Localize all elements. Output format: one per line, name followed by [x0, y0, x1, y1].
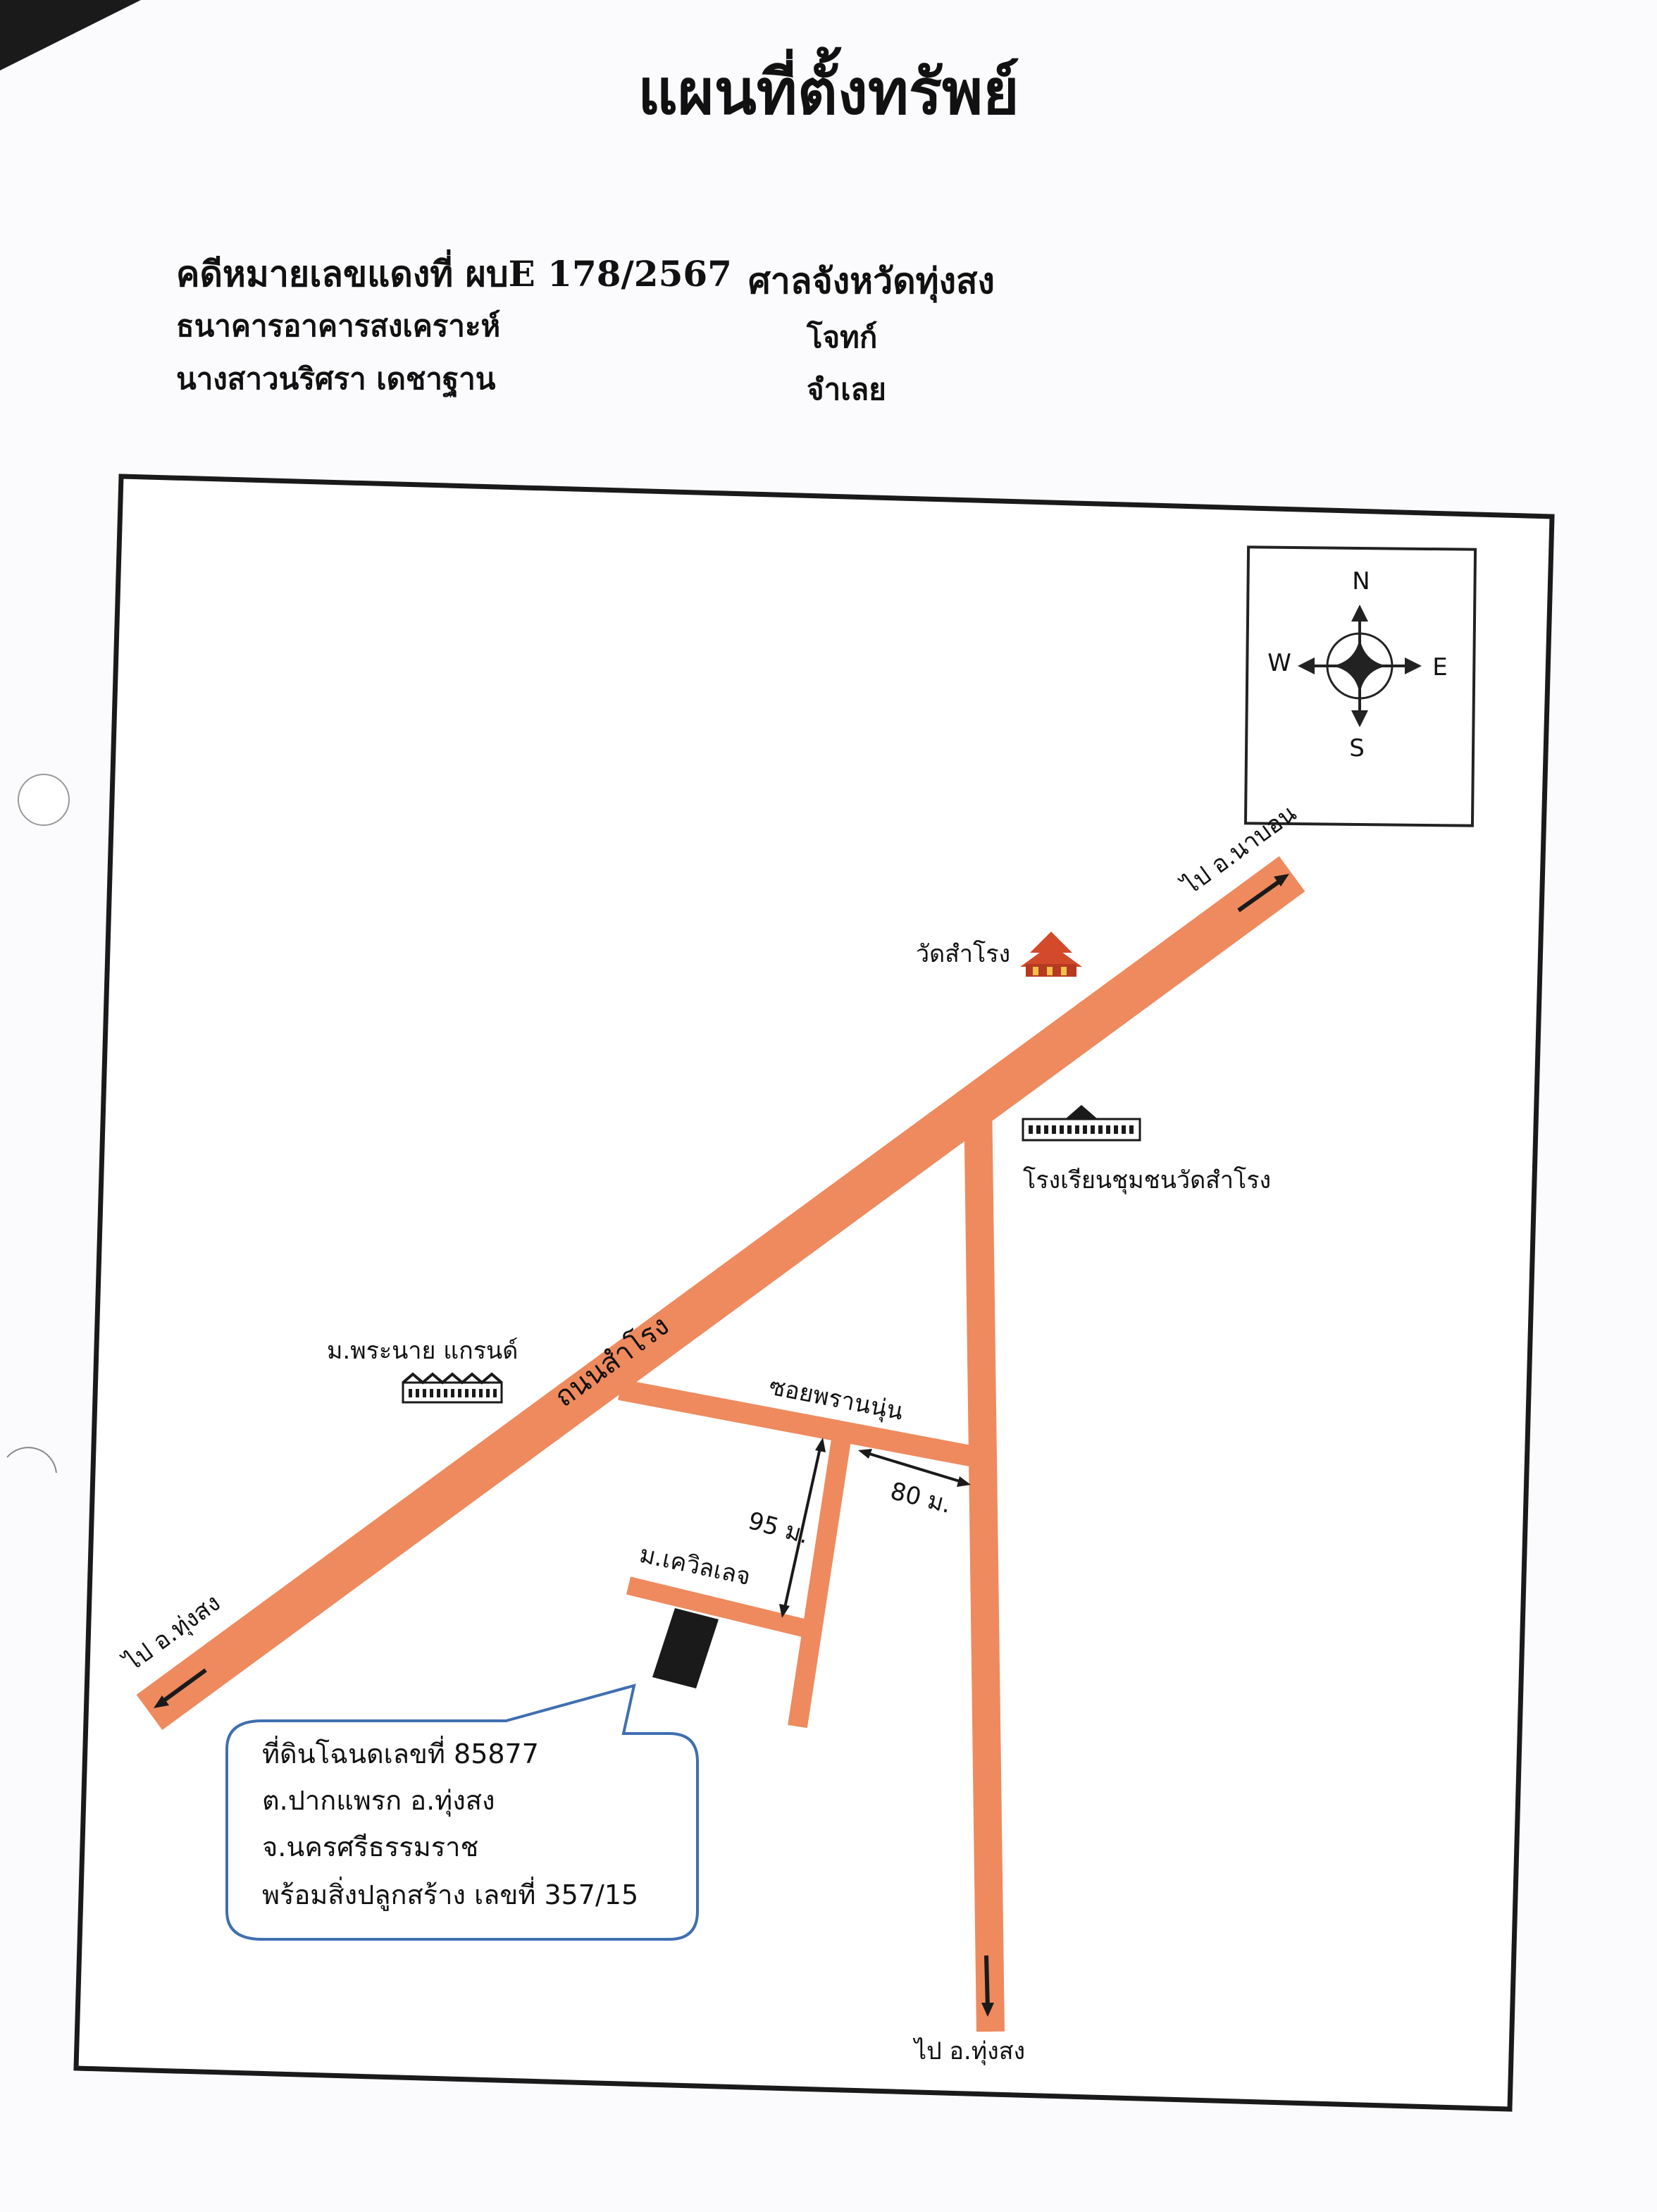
roads — [136, 856, 1305, 2032]
arrow-nabon-head-icon — [1274, 874, 1289, 886]
village-icon — [402, 1372, 503, 1404]
compass-w-label: W — [1267, 649, 1291, 677]
arrow-thungsong-left-icon — [158, 1668, 207, 1706]
label-school: โรงเรียนชุมชนวัดสำโรง — [1023, 1166, 1271, 1194]
label-village-grand: ม.พระนาย แกรนด์ — [327, 1337, 518, 1365]
main-road — [136, 856, 1305, 1730]
case-number: คดีหมายเลขแดงที่ ผบE 178/2567 — [176, 253, 732, 295]
arrow-thungsong-left-head-icon — [154, 1695, 169, 1708]
distance-95-line — [782, 1441, 823, 1614]
school-icon — [1022, 1105, 1141, 1142]
vertical-road — [964, 1095, 1005, 2032]
scan-corner-mark — [0, 0, 141, 70]
arrow-north-icon — [1351, 605, 1368, 622]
arrow-thungsong-bottom-icon — [984, 1955, 990, 2009]
distance-95-arrow-top-icon — [815, 1438, 826, 1452]
court-name: ศาลจังหวัดทุ่งสง — [748, 260, 995, 302]
callout-line-4: พร้อมสิ่งปลูกสร้าง เลขที่ 357/15 — [262, 1877, 638, 1911]
callout-line-2: ต.ปากแพรก อ.ทุ่งสง — [262, 1785, 495, 1817]
compass-e-label: E — [1432, 653, 1447, 681]
village-lane — [626, 1576, 812, 1638]
callout-bubble — [225, 1683, 699, 1941]
arrow-west-icon — [1298, 657, 1315, 674]
arrow-nabon-icon — [1237, 877, 1284, 913]
distance-80-arrow-left-icon — [858, 1449, 872, 1459]
lane-road — [788, 1428, 852, 1729]
distance-95-arrow-bottom-icon — [779, 1604, 790, 1618]
page-title: แผนที่ตั้งทรัพย์ — [638, 55, 1019, 128]
plaintiff-name: ธนาคารอาคารสงเคราะห์ — [176, 309, 501, 343]
punch-hole-top — [18, 774, 70, 826]
label-to-thungsong-bottom: ไป อ.ทุ่งสง — [912, 2037, 1025, 2065]
defendant-name: นางสาวนริศรา เดชาฐาน — [176, 362, 496, 396]
map-frame — [73, 474, 1555, 2112]
plaintiff-role: โจทก์ — [807, 320, 878, 354]
temple-icon — [1020, 932, 1082, 977]
soi-road — [618, 1379, 980, 1468]
arrow-south-icon — [1351, 710, 1368, 727]
callout-line-3: จ.นครศรีธรรมราช — [262, 1831, 478, 1862]
defendant-role: จำเลย — [807, 372, 886, 407]
distance-80-arrow-right-icon — [957, 1476, 971, 1487]
arrow-thungsong-bottom-head-icon — [981, 2003, 994, 2017]
label-temple: วัดสำโรง — [916, 940, 1010, 968]
punch-hole-bottom — [6, 1447, 57, 1473]
property-parcel — [652, 1608, 719, 1688]
arrow-east-icon — [1405, 657, 1422, 674]
compass-s-label: S — [1349, 734, 1365, 762]
compass: N S E W — [1243, 545, 1477, 827]
compass-n-label: N — [1352, 567, 1370, 595]
property-callout: ที่ดินโฉนดเลขที่ 85877 ต.ปากแพรก อ.ทุ่งส… — [225, 1683, 699, 1941]
callout-line-1: ที่ดินโฉนดเลขที่ 85877 — [262, 1736, 539, 1769]
distance-80-line — [862, 1450, 967, 1485]
compass-star-icon — [1332, 638, 1388, 694]
